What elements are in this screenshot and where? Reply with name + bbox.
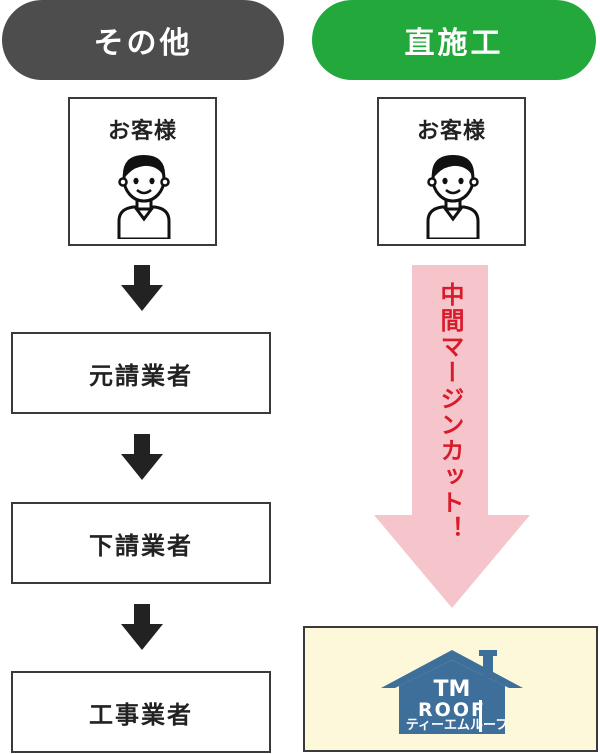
- logo-roof-text: ROOF: [418, 699, 486, 721]
- margin-cut-text: 中間マージンカット！: [436, 282, 464, 542]
- roof-logo-icon: TM ROOF: [381, 650, 523, 734]
- left-header: その他: [2, 0, 284, 80]
- down-arrow-icon: [121, 265, 163, 311]
- right-customer-box: お客様: [377, 97, 526, 246]
- step-prime-contractor: 元請業者: [11, 332, 271, 414]
- customer-label: お客様: [107, 119, 177, 144]
- margin-cut-arrow: [374, 265, 530, 608]
- person-icon: [117, 155, 171, 239]
- down-arrow-icon: [121, 434, 163, 480]
- step-construction-contractor: 工事業者: [11, 671, 271, 753]
- company-logo-box: TM ROOF ティーエムルーフ: [303, 626, 598, 752]
- right-header: 直施工: [312, 0, 596, 80]
- logo-katakana: ティーエムルーフ: [405, 718, 509, 733]
- customer-label: お客様: [416, 119, 486, 144]
- person-icon: [426, 155, 480, 239]
- down-arrow-icon: [121, 604, 163, 650]
- left-customer-box: お客様: [68, 97, 217, 246]
- logo-tm-text: TM: [434, 677, 471, 702]
- step-subcontractor: 下請業者: [11, 502, 271, 584]
